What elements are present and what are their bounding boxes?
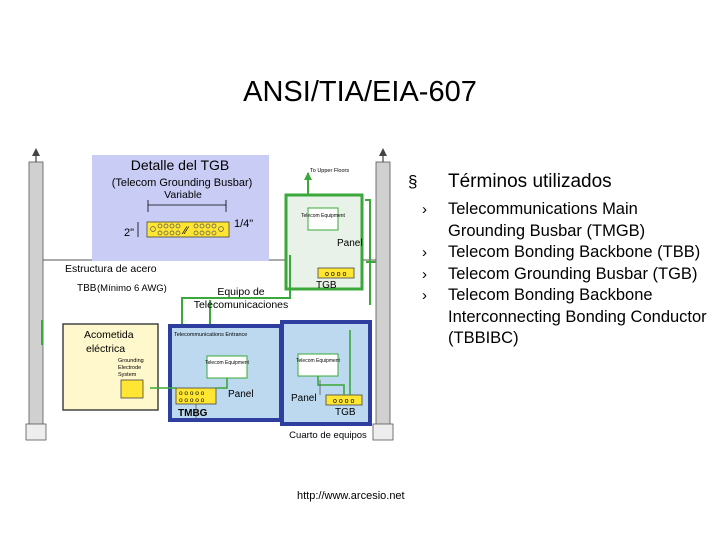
grounding-electrode-2: Electrode [118,365,141,371]
equipment-room-label: Cuarto de equipos [289,430,367,441]
terms-heading-text: Términos utilizados [448,171,612,192]
detail-busbar [146,221,230,238]
tgb-busbar-upper [317,267,355,279]
svg-text:o o o o o: o o o o o [179,390,205,397]
grounding-electrode-3: System [118,372,137,378]
ground-leads [195,380,321,420]
to-upper-floors-label: To Upper Floors [310,168,349,174]
detail-title: Detalle del TGB [131,157,230,173]
grounding-electrode-1: Grounding [118,358,144,364]
telecom-equipment-label-upper: Telecom Equipment [301,213,346,219]
slide-title: ANSI/TIA/EIA-607 [243,76,477,108]
bonding-wires [41,199,376,345]
chevron-right-icon: › [422,201,427,218]
section-bullet: § [408,172,418,191]
panel-label-upper: Panel [337,238,363,249]
terms-list: › Telecommunications Main Grounding Busb… [408,199,708,350]
variable-label: Variable [164,189,202,201]
right-steel-column [372,148,394,441]
telecom-equipment-es-1: Equipo de [217,286,264,298]
svg-text:⁄⁄: ⁄⁄ [181,225,190,237]
term-item: › Telecommunications Main Grounding Busb… [408,199,708,242]
left-steel-column [25,148,47,441]
terms-section: § Términos utilizados › Telecommunicatio… [408,171,708,350]
term-text: Telecom Bonding Backbone (TBB) [448,243,701,261]
terms-heading: § Términos utilizados [408,171,708,193]
term-item: › Telecom Bonding Backbone Interconnecti… [408,285,708,350]
upper-telecom-room: Telecom Equipment Panel o o o o TGB To U… [284,168,364,291]
term-text: Telecom Grounding Busbar (TGB) [448,264,698,283]
entrance-room: Telecommunications Entrance Telecom Equi… [168,324,283,422]
term-text: Telecommunications Main Grounding Busbar… [448,200,646,240]
term-item: › Telecom Grounding Busbar (TGB) [408,264,708,286]
telecom-equipment-es-2: Telecomunicaciones [194,299,289,311]
tgb-detail-box: Detalle del TGB (Telecom Grounding Busba… [92,155,269,261]
tgb-label-room: TGB [335,407,356,418]
power-service-box: Acometida eléctrica Grounding Electrode … [62,323,159,411]
term-item: › Telecom Bonding Backbone (TBB) [408,242,708,264]
acometida-label-2: eléctrica [86,343,125,355]
telecom-equipment-label-room: Telecom Equipment [296,358,341,364]
svg-text:o o o o: o o o o [325,271,347,278]
svg-text:o o o o: o o o o [333,398,355,405]
acometida-label-1: Acometida [84,329,134,341]
tbb-note: (Mínimo 6 AWG) [97,283,167,294]
tgb-label-upper: TGB [316,280,337,291]
panel-label-room: Panel [291,393,317,404]
source-url: http://www.arcesio.net [297,490,405,502]
tbb-label: TBB [77,283,97,294]
equipment-room: Telecom Equipment Panel o o o o TGB Cuar… [280,320,372,441]
svg-text:o o o o o: o o o o o [179,397,205,404]
telecom-entrance-label: Telecommunications Entrance [174,332,247,338]
room-wires [150,330,351,395]
chevron-right-icon: › [422,244,427,261]
chevron-right-icon: › [422,287,427,304]
electrode-box [120,379,144,399]
detail-subtitle: (Telecom Grounding Busbar) [112,177,253,189]
tmbg-label: TMBG [178,408,208,419]
dim-quarter-in: 1/4" [234,218,253,230]
telecom-equipment-label-entrance: Telecom Equipment [205,360,250,366]
chevron-right-icon: › [422,265,427,283]
term-text: Telecom Bonding Backbone Interconnecting… [448,286,707,347]
steel-structure-label: Estructura de acero [65,263,157,275]
panel-label-entrance: Panel [228,389,254,400]
dim-2in: 2" [124,227,134,239]
